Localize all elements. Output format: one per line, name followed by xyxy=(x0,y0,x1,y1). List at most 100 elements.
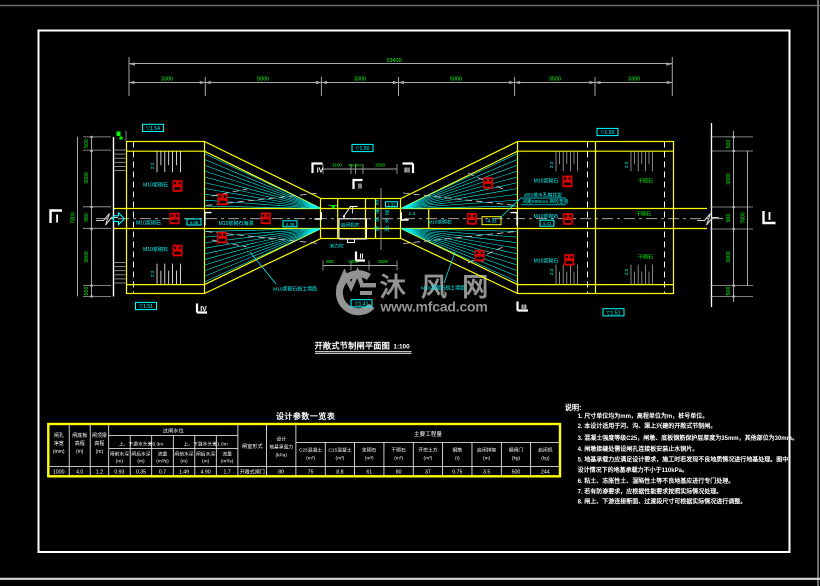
svg-text:3.5: 3.5 xyxy=(483,469,490,475)
svg-text:3300: 3300 xyxy=(628,77,640,83)
svg-text:5000: 5000 xyxy=(257,77,269,83)
svg-text:800: 800 xyxy=(326,259,334,264)
svg-text:1.31: 1.31 xyxy=(387,202,396,207)
svg-text:3000: 3000 xyxy=(84,172,90,184)
svg-text:开敞式闸门: 开敞式闸门 xyxy=(240,468,265,475)
svg-text:(m³/s): (m³/s) xyxy=(156,459,169,465)
svg-text:开挖土方: 开挖土方 xyxy=(418,447,437,454)
svg-text:(m): (m) xyxy=(180,459,188,465)
svg-text:通: 通 xyxy=(375,208,380,215)
svg-text:设计情况下的地基承载力不小于110kPa。: 设计情况下的地基承载力不小于110kPa。 xyxy=(578,466,688,474)
svg-text:1:100: 1:100 xyxy=(393,344,410,351)
svg-text:地基承载力: 地基承载力 xyxy=(269,444,293,451)
svg-text:1100: 1100 xyxy=(332,163,342,168)
svg-text:II: II xyxy=(358,184,362,191)
svg-text:交: 交 xyxy=(375,200,380,207)
svg-text:净宽: 净宽 xyxy=(54,440,64,447)
svg-text:高程: 高程 xyxy=(94,440,104,447)
svg-text:4. 闸墩接缝处需设闸孔连接板安装止水铜片。: 4. 闸墩接缝处需设闸孔连接板安装止水铜片。 xyxy=(578,445,699,453)
svg-text:1:4: 1:4 xyxy=(409,211,416,217)
svg-text:M10浆砌石海漫: M10浆砌石海漫 xyxy=(219,220,254,227)
svg-text:启闭排架: 启闭排架 xyxy=(477,447,496,454)
svg-text:M10浆砌石: M10浆砌石 xyxy=(428,218,452,225)
svg-text:(m³): (m³) xyxy=(394,456,403,462)
svg-text:7800: 7800 xyxy=(741,212,747,224)
svg-text:闸孔: 闸孔 xyxy=(54,432,64,439)
svg-text:M10浆砌石: M10浆砌石 xyxy=(534,213,559,220)
svg-text:(kPa): (kPa) xyxy=(275,453,287,459)
svg-text:板: 板 xyxy=(375,225,380,232)
svg-text:主要工程量: 主要工程量 xyxy=(414,430,442,438)
svg-text:4.48: 4.48 xyxy=(286,222,295,227)
svg-text:61: 61 xyxy=(366,469,372,475)
svg-text:▽1.51: ▽1.51 xyxy=(139,304,153,310)
svg-text:8. 闸上、下游连接断面、过渡段尺寸可根据实际情况进行调整。: 8. 闸上、下游连接断面、过渡段尺寸可根据实际情况进行调整。 xyxy=(578,498,747,506)
svg-text:闸前水深: 闸前水深 xyxy=(174,451,193,458)
svg-text:244: 244 xyxy=(541,469,550,475)
svg-text:1000: 1000 xyxy=(53,469,65,475)
svg-text:1500: 1500 xyxy=(375,163,386,168)
svg-text:C15混凝土: C15混凝土 xyxy=(328,447,351,454)
svg-text:流量: 流量 xyxy=(158,451,168,458)
svg-text:23400: 23400 xyxy=(386,58,401,64)
svg-text:钢筋: 钢筋 xyxy=(452,447,462,454)
svg-text:900: 900 xyxy=(726,214,732,223)
svg-text:水: 水 xyxy=(384,218,389,225)
svg-text:500: 500 xyxy=(726,140,732,149)
svg-text:2:3: 2:3 xyxy=(150,270,155,277)
svg-text:(m): (m) xyxy=(202,459,210,465)
svg-text:0.75: 0.75 xyxy=(452,469,462,475)
svg-text:说明:: 说明: xyxy=(565,403,582,412)
svg-text:(m): (m) xyxy=(96,449,104,455)
svg-text:2. 本设计适用于河、沟、渠上兴建的开敞式节制闸。: 2. 本设计适用于河、沟、渠上兴建的开敞式节制闸。 xyxy=(578,422,717,430)
svg-text:3500: 3500 xyxy=(549,77,561,83)
svg-text:钢闸门: 钢闸门 xyxy=(509,447,524,454)
svg-text:0.35: 0.35 xyxy=(136,469,146,475)
svg-text:▽1.41: ▽1.41 xyxy=(354,301,368,307)
svg-text:(kg): (kg) xyxy=(512,456,521,462)
svg-text:6. 粘土、冻胀性土、湿陷性土等不良地基应进行专门处理。: 6. 粘土、冻胀性土、湿陷性土等不良地基应进行专门处理。 xyxy=(578,477,735,485)
svg-text:450: 450 xyxy=(349,164,355,168)
svg-text:3300: 3300 xyxy=(161,77,173,83)
svg-text:闸底板: 闸底板 xyxy=(72,432,87,439)
svg-text:▽1.50: ▽1.50 xyxy=(600,130,614,136)
svg-text:(t): (t) xyxy=(455,456,460,462)
svg-text:闸: 闸 xyxy=(384,226,389,233)
svg-text:4.68: 4.68 xyxy=(190,220,199,225)
svg-text:3000: 3000 xyxy=(726,251,732,263)
svg-text:启闭机房: 启闭机房 xyxy=(341,222,360,229)
svg-text:启闭机: 启闭机 xyxy=(538,447,553,454)
svg-text:3. 混凝土强度等级C25，闸墩、底板钢筋保护层厚度为35m: 3. 混凝土强度等级C25，闸墩、底板钢筋保护层厚度为35mm，其他部位为30m… xyxy=(578,434,798,442)
svg-text:5000: 5000 xyxy=(450,77,462,83)
svg-text:(mm): (mm) xyxy=(53,449,65,455)
svg-text:设计参数一览表: 设计参数一览表 xyxy=(276,411,336,421)
svg-text:(m): (m) xyxy=(76,449,84,455)
svg-text:过闸水位: 过闸水位 xyxy=(163,427,184,435)
svg-text:37: 37 xyxy=(425,469,431,475)
svg-text:75: 75 xyxy=(308,469,314,475)
svg-text:(kg): (kg) xyxy=(541,456,550,462)
svg-text:干砌石: 干砌石 xyxy=(638,178,653,185)
svg-text:1500: 1500 xyxy=(378,259,389,264)
svg-text:2:3: 2:3 xyxy=(624,268,629,275)
svg-text:M10浆砌石挡土墙面: M10浆砌石挡土墙面 xyxy=(273,285,317,292)
svg-text:(m): (m) xyxy=(116,459,124,465)
svg-text:2:3: 2:3 xyxy=(150,162,155,169)
svg-text:www.mfcad.com: www.mfcad.com xyxy=(379,299,487,315)
svg-text:闸顶梁: 闸顶梁 xyxy=(92,432,107,439)
svg-text:(m³): (m³) xyxy=(365,456,374,462)
svg-text:3300: 3300 xyxy=(354,77,366,83)
svg-text:M10浆砌石: M10浆砌石 xyxy=(534,178,559,185)
svg-text:上、下游水头差0.3m: 上、下游水头差0.3m xyxy=(119,441,163,448)
svg-text:干砌石: 干砌石 xyxy=(391,447,406,454)
svg-text:M10浆砌石: M10浆砌石 xyxy=(143,182,168,189)
svg-text:III: III xyxy=(404,168,410,175)
svg-text:1400: 1400 xyxy=(348,259,359,264)
svg-text:浆砌石: 浆砌石 xyxy=(362,447,377,454)
svg-text:间距800mm,商砼垫管: 间距800mm,商砼垫管 xyxy=(522,198,568,205)
svg-text:(m³): (m³) xyxy=(424,456,433,462)
svg-text:M10浆砌石挡土墙面: M10浆砌石挡土墙面 xyxy=(421,284,465,291)
svg-text:C25混凝土: C25混凝土 xyxy=(299,447,322,454)
svg-text:1.7: 1.7 xyxy=(223,469,230,475)
svg-text:(m): (m) xyxy=(137,459,145,465)
